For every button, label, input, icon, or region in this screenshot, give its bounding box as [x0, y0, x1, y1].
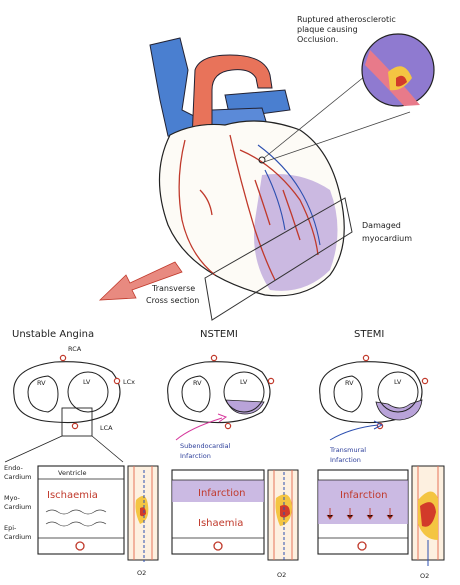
rupture-line-2: plaque causing: [297, 25, 358, 34]
pointer-line: [263, 111, 411, 163]
vessel-dot: [267, 377, 275, 385]
panel-title-stemi: STEMI: [354, 329, 384, 340]
damaged-line-1: Damaged: [362, 221, 401, 230]
panel-title-nstemi: NSTEMI: [200, 329, 238, 340]
lca-vessel: [71, 422, 79, 430]
arrow-head: [373, 420, 384, 430]
ischaemia-label: Ishaemia: [198, 518, 243, 529]
rupture-line-1: Ruptured atherosclerotic: [297, 15, 396, 24]
rv-label: RV: [345, 379, 354, 387]
rupture-line-3: Occlusion.: [297, 35, 338, 44]
myo-label-2: Cardium: [4, 503, 31, 511]
infarction-label: Infarction: [340, 490, 387, 501]
subendo-note-1: Subendocardial: [180, 442, 231, 450]
subendocardial-arrow: [175, 417, 223, 441]
panel-title-unstable-angina: Unstable Angina: [12, 329, 94, 340]
subendo-note-2: Infarction: [180, 452, 211, 460]
lcx-vessel: [113, 377, 121, 385]
o2-label: O2: [420, 572, 429, 580]
transverse-line-2: Cross section: [146, 296, 199, 305]
heart-illustration: [98, 37, 411, 321]
transverse-arrow: [98, 261, 183, 301]
epi-label-1: Epi-: [4, 524, 17, 532]
o2-label: O2: [277, 571, 286, 579]
zoom-line: [91, 435, 124, 463]
annotation-damaged: Damaged myocardium: [362, 221, 412, 243]
strip-unstable-angina: Ventricle Ischaemia: [37, 465, 125, 555]
arrow-head: [217, 413, 228, 423]
cardiac-veins: [257, 144, 321, 246]
cross-section-stemi: RV LV: [319, 354, 429, 430]
transmural-arrow: [329, 424, 379, 441]
lv-label: LV: [394, 378, 402, 386]
pointer-line: [263, 67, 376, 159]
lv-label: LV: [83, 378, 91, 386]
vessel-strip-3: O2: [411, 465, 445, 580]
layer-labels: Endo- Cardium Myo- Cardium Epi- Cardium: [4, 464, 31, 541]
annotation-rupture: Ruptured atherosclerotic plaque causing …: [297, 15, 396, 44]
lcx-label: LCx: [123, 378, 135, 386]
infarction-label: Infarction: [198, 488, 245, 499]
plaque-magnifier: [361, 33, 435, 107]
endo-label-1: Endo-: [4, 464, 23, 472]
myo-label-1: Myo-: [4, 494, 21, 502]
cross-section-unstable-angina: RV LV RCA LCx LCA: [4, 345, 135, 463]
o2-label: O2: [137, 569, 146, 577]
strip-stemi: Infarction: [317, 469, 409, 555]
ventricle-label: Ventricle: [58, 469, 86, 477]
vessel-strip-1: O2: [127, 465, 159, 577]
vessel-dot: [210, 354, 218, 362]
damaged-line-2: myocardium: [362, 234, 412, 243]
lca-label: LCA: [100, 424, 113, 432]
occlusion-site: [258, 156, 266, 164]
epi-label-2: Cardium: [4, 533, 31, 541]
vessel-strip-2: O2: [267, 469, 299, 579]
vessel-dot: [421, 377, 429, 385]
rca-vessel: [59, 354, 67, 362]
zoom-line: [4, 435, 63, 463]
strip-nstemi: Infarction Ishaemia: [171, 469, 265, 555]
transverse-line-1: Transverse: [151, 284, 195, 293]
vena-cava: [149, 37, 199, 141]
transmural-note-1: Transmural: [329, 446, 366, 454]
rca-label: RCA: [68, 345, 82, 353]
cross-section-nstemi: RV LV: [167, 354, 275, 430]
transmural-note-2: Infarction: [330, 456, 361, 464]
vessel-dot: [224, 422, 232, 430]
vessel-dot: [362, 354, 370, 362]
endo-label-2: Cardium: [4, 473, 31, 481]
rv-label: RV: [193, 379, 202, 387]
annotation-transverse: Transverse Cross section: [146, 284, 199, 305]
lv-label: LV: [240, 378, 248, 386]
ischaemia-label: Ischaemia: [47, 490, 98, 501]
coronary-arteries: [178, 134, 319, 281]
rv-label: RV: [37, 379, 46, 387]
cross-section-plane: [204, 197, 353, 321]
zoom-box: [61, 407, 93, 437]
damaged-myocardium-region: [254, 174, 338, 291]
